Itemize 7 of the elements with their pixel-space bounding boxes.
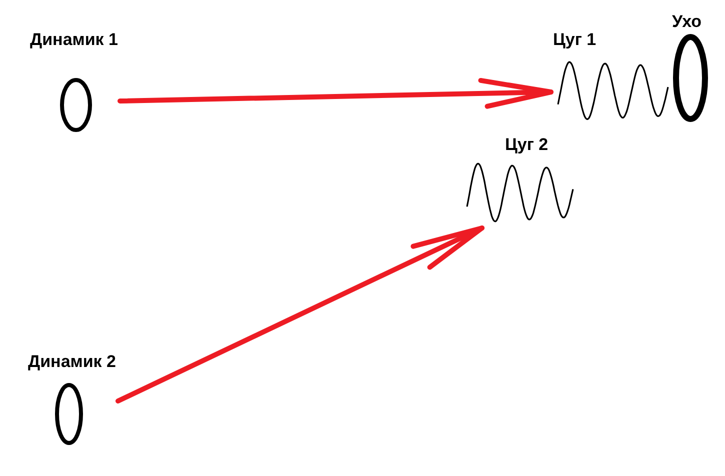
- speaker-label: Динамик 1: [30, 30, 118, 50]
- ear-label: Ухо: [672, 12, 702, 32]
- wave-label: Цуг 2: [505, 135, 548, 155]
- speaker-label: Динамик 2: [28, 352, 116, 372]
- arrow: [116, 226, 484, 404]
- wave-label: Цуг 1: [553, 30, 596, 50]
- arrow: [118, 78, 554, 109]
